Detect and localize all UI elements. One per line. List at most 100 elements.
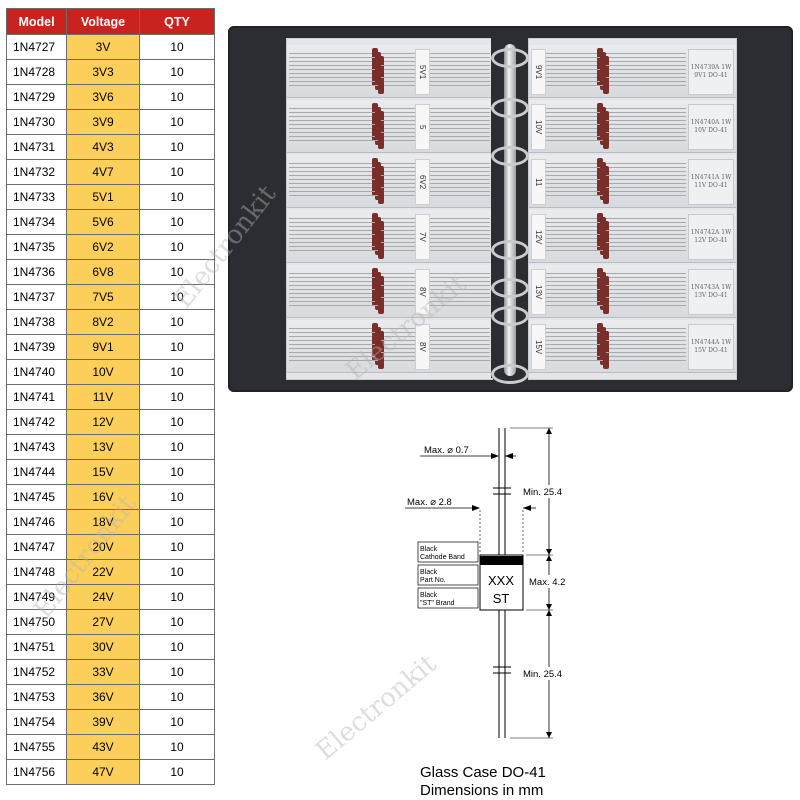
voltage-cell: 8V2 [66, 309, 140, 335]
qty-cell: 10 [139, 734, 215, 760]
diode-lead [289, 128, 490, 129]
model-cell: 1N4729 [6, 84, 67, 110]
part-no-label-1: Black [420, 569, 438, 576]
table-header-row: Model Voltage QTY [6, 8, 215, 35]
diode-lead [289, 344, 490, 345]
voltage-cell: 18V [66, 509, 140, 535]
diode-lead [289, 293, 490, 294]
diode-lead [289, 57, 490, 58]
model-cell: 1N4728 [6, 59, 67, 85]
diode-body [603, 355, 609, 369]
model-cell: 1N4750 [6, 609, 67, 635]
voltage-cell: 47V [66, 759, 140, 785]
diode-lead [289, 250, 490, 251]
body-part-number: XXX [488, 573, 514, 588]
binder-ring [491, 146, 529, 166]
binder-ring [491, 98, 529, 118]
diode-lead [289, 175, 490, 176]
diode-lead [289, 163, 490, 164]
binder-ring [491, 306, 529, 326]
pocket-voltage-label: 13V [531, 269, 546, 315]
voltage-cell: 3V6 [66, 84, 140, 110]
voltage-cell: 3V9 [66, 109, 140, 135]
binder-ring [491, 48, 529, 68]
model-cell: 1N4748 [6, 559, 67, 585]
diode-lead [289, 73, 490, 74]
model-cell: 1N4730 [6, 109, 67, 135]
diode-lead [289, 281, 490, 282]
lead-diameter-label: Max. ⌀ 0.7 [424, 445, 469, 456]
voltage-cell: 15V [66, 459, 140, 485]
qty-cell: 10 [139, 309, 215, 335]
voltage-cell: 22V [66, 559, 140, 585]
diode-lead [289, 85, 490, 86]
diode-lead [289, 348, 490, 349]
model-cell: 1N4734 [6, 209, 67, 235]
diode-body [603, 288, 609, 302]
top-lead-length-label: Min. 25.4 [523, 487, 562, 498]
diode-lead [531, 218, 686, 219]
voltage-cell: 5V1 [66, 184, 140, 210]
qty-cell: 10 [139, 259, 215, 285]
diode-lead [289, 191, 490, 192]
caption-case: Glass Case DO-41 [420, 764, 546, 781]
diode-body [378, 221, 384, 235]
model-cell: 1N4744 [6, 459, 67, 485]
diode-lead [289, 356, 490, 357]
diode-lead [289, 297, 490, 298]
model-cell: 1N4756 [6, 759, 67, 785]
qty-cell: 10 [139, 384, 215, 410]
diode-lead [289, 179, 490, 180]
diode-body [603, 123, 609, 137]
diode-lead [289, 140, 490, 141]
voltage-cell: 20V [66, 534, 140, 560]
voltage-cell: 39V [66, 709, 140, 735]
voltage-cell: 33V [66, 659, 140, 685]
voltage-cell: 4V3 [66, 134, 140, 160]
diode-lead [289, 120, 490, 121]
pocket-voltage-label: 8V [415, 324, 430, 370]
diode-body [378, 331, 384, 345]
diode-lead [531, 108, 686, 109]
diode-lead [531, 273, 686, 274]
pocket-info-card: 1N4740A 1W 10V DO-41 [688, 104, 734, 150]
body-diameter-label: Max. ⌀ 2.8 [407, 497, 452, 508]
qty-cell: 10 [139, 234, 215, 260]
body-brand: ST [493, 591, 510, 606]
cathode-band [480, 556, 523, 565]
part-no-callout [417, 564, 479, 586]
diode-lead [289, 336, 490, 337]
diode-lead [531, 297, 686, 298]
model-cell: 1N4746 [6, 509, 67, 535]
diode-body [603, 190, 609, 204]
pocket-voltage-label: 5V1 [415, 49, 430, 95]
binder-pocket: 5V1 [287, 45, 492, 98]
diode-lead [531, 230, 686, 231]
diode-lead [289, 332, 490, 333]
voltage-cell: 16V [66, 484, 140, 510]
voltage-cell: 10V [66, 359, 140, 385]
diode-body [603, 68, 609, 82]
diode-lead [289, 61, 490, 62]
diode-body [378, 178, 384, 192]
binder-ring [491, 364, 529, 384]
cathode-band-callout [417, 541, 479, 563]
model-cell: 1N4740 [6, 359, 67, 385]
brand-callout [417, 587, 479, 609]
diode-lead [289, 230, 490, 231]
diode-body [603, 276, 609, 290]
binder-pocket: 6V2 [287, 155, 492, 208]
diode-body [603, 80, 609, 94]
diode-lead [531, 187, 686, 188]
model-cell: 1N4737 [6, 284, 67, 310]
